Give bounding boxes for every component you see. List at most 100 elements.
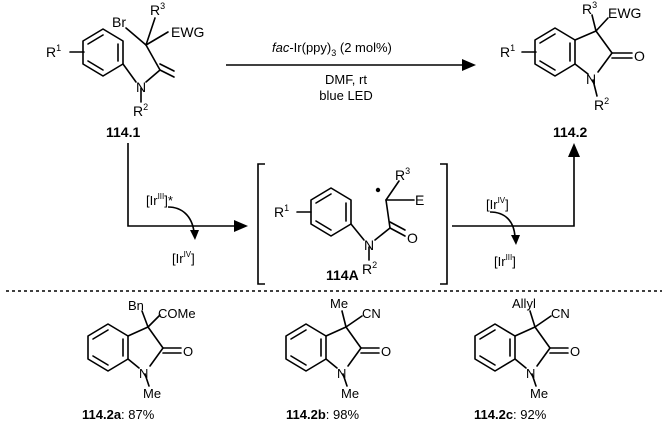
example-114-2a: Bn COMe O N Me 114.2a: 87%	[82, 298, 196, 422]
sm-r1-label: R1	[46, 43, 61, 60]
sm-br-label: Br	[112, 14, 126, 30]
example-114-2c: Allyl CN O N Me 114.2c: 92%	[474, 296, 580, 422]
ex-c-sub2-bond	[534, 315, 552, 328]
int-r3-label: R3	[395, 166, 410, 183]
left-bracket	[257, 163, 265, 285]
sm-r2-label: R2	[133, 102, 148, 119]
ex-a-sub1-bond	[141, 310, 149, 328]
int-co-bond	[389, 227, 406, 237]
ex-a-sub1-label: Bn	[128, 298, 144, 313]
prod-c3-c2-bond	[595, 30, 613, 54]
product: R1 R3 EWG O N R2 114.2	[500, 0, 645, 140]
light-source-label: blue LED	[319, 88, 372, 103]
prod-c3-ewg-bond	[595, 17, 609, 32]
prod-r1-label: R1	[500, 43, 515, 60]
radical-dot	[375, 187, 381, 193]
int-n-co-bond	[374, 227, 391, 241]
example-114-2b: Me CN O N Me 114.2b: 98%	[285, 296, 391, 422]
sm-n-co-bond	[145, 69, 161, 83]
int-radical-r3-bond	[385, 180, 400, 201]
ex-c-nme-label: Me	[530, 386, 548, 401]
int-compound-id: 114A	[326, 267, 359, 283]
ex-c-n-ring-bond	[514, 358, 527, 369]
intermediate: R1 R3 E O N R2 114A	[257, 163, 448, 285]
int-r2-label: R2	[362, 260, 377, 277]
sm-c-r3-bond	[145, 17, 156, 46]
ex-c-o-label: O	[570, 344, 580, 359]
int-double-bond-1	[315, 193, 332, 204]
int-benzene-ring	[310, 187, 352, 237]
ex-c-c3-c2-bond	[534, 326, 551, 349]
sm-ewg-label: EWG	[171, 24, 204, 40]
prod-double-bond-1	[539, 33, 556, 44]
ex-b-n-label: N	[337, 366, 346, 381]
ex-c-double-bond-1	[479, 329, 496, 340]
ex-c-sub1-bond	[529, 310, 536, 328]
ex-a-c3-c2-bond	[147, 326, 164, 349]
sm-r3-label: R3	[150, 1, 165, 18]
int-double-bond-3	[315, 220, 332, 231]
ex-a-sub2-bond	[147, 314, 161, 328]
left-ir-iv-label: [IrIV]	[172, 250, 195, 266]
ex-a-double-bond-3	[92, 355, 109, 366]
prod-double-bond-3	[539, 60, 556, 71]
ex-a-n-label: N	[139, 366, 148, 381]
prod-c3-bond	[574, 30, 597, 41]
ex-a-n-me-bond	[144, 373, 150, 387]
ex-c-n-me-bond	[531, 373, 537, 387]
ex-a-n-ring-bond	[127, 358, 140, 369]
int-r1-label: R1	[274, 203, 289, 220]
ex-a-c2-n-bond	[149, 347, 164, 367]
mechanism-path: [IrIII]* [IrIV] [IrIV] [IrIII]	[127, 143, 580, 269]
ex-b-sub2-label: CN	[362, 306, 381, 321]
left-path-arrowhead	[234, 220, 248, 232]
sm-benzene-ring	[82, 28, 124, 77]
prod-n-ring-bond	[574, 63, 589, 75]
sm-c-br-bond	[125, 27, 147, 46]
left-path-line	[127, 143, 238, 227]
ex-c-double-bond-3	[479, 355, 496, 366]
ex-a-nme-label: Me	[143, 386, 161, 401]
prod-n-label: N	[586, 71, 596, 87]
ex-b-n-me-bond	[342, 373, 348, 387]
ex-c-benzene-ring	[474, 323, 516, 372]
solvent-temp-label: DMF, rt	[325, 72, 367, 87]
prod-c2-n-bond	[597, 52, 613, 73]
sm-co-bond	[159, 69, 175, 78]
prod-n-r2-bond	[592, 79, 598, 97]
right-path-line	[452, 153, 575, 227]
prod-ewg-label: EWG	[608, 5, 641, 21]
sm-c-c-bond	[145, 44, 161, 71]
ex-b-c2-n-bond	[347, 347, 362, 367]
ex-a-o-label: O	[183, 344, 193, 359]
ex-c-n-label: N	[526, 366, 535, 381]
right-ir-iii-label: [IrIII]	[494, 253, 516, 269]
catalyst-label: fac-Ir(ppy)3 (2 mol%)	[272, 40, 392, 58]
prod-o-label: O	[634, 48, 645, 64]
ex-b-double-bond-1	[290, 329, 307, 340]
int-o-label: O	[407, 230, 418, 246]
prod-benzene-ring	[534, 27, 576, 77]
sm-ring-n-bond	[122, 63, 137, 83]
right-bracket	[440, 163, 448, 285]
ex-a-double-bond-1	[92, 329, 109, 340]
ex-a-sub2-label: COMe	[158, 306, 196, 321]
right-curved-arrowhead	[511, 235, 520, 245]
sm-n-label: N	[136, 79, 146, 95]
main-arrow-head	[462, 59, 476, 71]
ex-c-caption: 114.2c: 92%	[474, 407, 547, 422]
prod-c3-r3-bond	[591, 14, 597, 32]
right-path-arrowhead	[568, 143, 580, 157]
left-curved-arrow	[167, 206, 195, 233]
ex-b-nme-label: Me	[341, 386, 359, 401]
ex-c-c2-n-bond	[536, 347, 551, 367]
ex-a-benzene-ring	[87, 323, 129, 372]
prod-compound-id: 114.2	[553, 124, 587, 140]
main-reaction-arrow: fac-Ir(ppy)3 (2 mol%) DMF, rt blue LED	[226, 40, 476, 103]
ex-b-double-bond-3	[290, 355, 307, 366]
ex-b-sub1-bond	[341, 310, 347, 328]
right-ir-iv-label: [IrIV]	[486, 196, 509, 212]
ex-b-c3-bond	[325, 326, 347, 337]
